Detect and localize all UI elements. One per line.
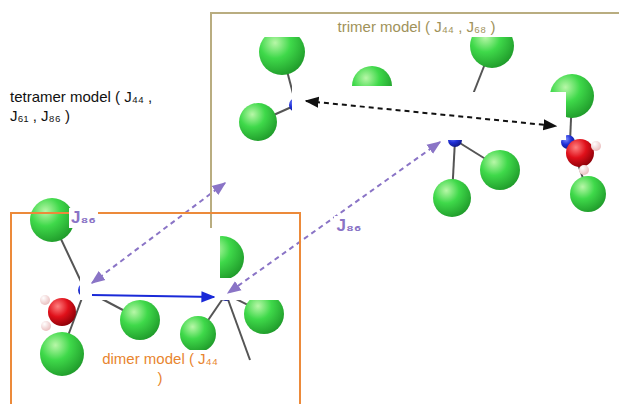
exchange-arrow (92, 295, 214, 297)
model-label: tetramer model ( J₄₄ , J₆₁ , J₈₆ ) (10, 88, 160, 126)
exchange-arrow (306, 101, 556, 126)
coupling-label: J₈₆ (334, 216, 363, 236)
bond (258, 46, 588, 196)
model-panel: dimer model ( J₄₄ ) (10, 212, 301, 404)
model-panel: trimer model ( J₄₄ , J₆₈ ) (210, 12, 619, 228)
white-mask (292, 86, 442, 132)
white-mask (80, 178, 220, 286)
white-mask (80, 278, 298, 300)
coupling-label: J₈₆ (69, 208, 98, 228)
model-title: dimer model ( J₄₄ ) (102, 350, 218, 388)
atoms-trimer (239, 24, 606, 217)
model-title: trimer model ( J₄₄ , J₆₈ ) (212, 18, 619, 37)
exchange-connector (92, 183, 225, 283)
exchange-connector (228, 142, 440, 293)
